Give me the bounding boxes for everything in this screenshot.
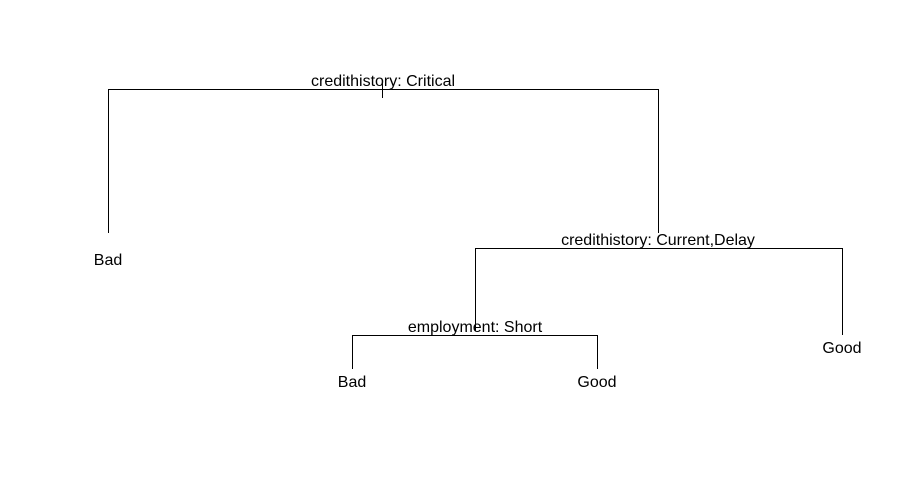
split-2-label: credithistory: Current,Delay bbox=[561, 232, 755, 249]
split-node-3: employment: Short bbox=[352, 319, 598, 369]
leaf-good-2: Good bbox=[822, 340, 861, 357]
split-node-2: credithistory: Current,Delay bbox=[475, 232, 843, 335]
split-2-branch-lines bbox=[475, 248, 843, 335]
split-3-label: employment: Short bbox=[408, 319, 543, 336]
leaf-bad-1: Bad bbox=[94, 252, 122, 269]
root-split-label: credithistory: Critical bbox=[311, 73, 455, 90]
split-node-root: credithistory: Critical bbox=[108, 73, 659, 233]
split-3-branch-lines bbox=[352, 335, 598, 369]
root-branch-lines bbox=[108, 89, 659, 233]
leaf-good-1: Good bbox=[577, 374, 616, 391]
leaf-bad-2: Bad bbox=[338, 374, 366, 391]
